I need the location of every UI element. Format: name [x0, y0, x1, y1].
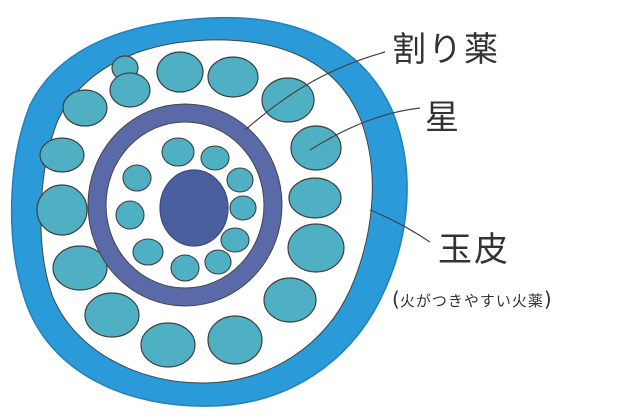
label-hoshi: 星 — [425, 98, 461, 138]
note-line: (火がつきやすい火薬) — [392, 287, 552, 311]
label-warigusuri: 割り薬 — [392, 30, 500, 70]
star — [287, 223, 345, 273]
star — [140, 322, 196, 368]
inner-ring — [88, 104, 282, 306]
star — [36, 184, 88, 236]
star — [161, 137, 195, 167]
star — [170, 254, 200, 282]
star — [229, 195, 257, 221]
star — [263, 277, 317, 323]
label-note: 火がつきやすい火薬 — [399, 292, 544, 310]
star — [290, 125, 342, 171]
star — [226, 167, 254, 193]
star — [261, 77, 315, 123]
star — [132, 238, 164, 266]
star — [200, 145, 230, 171]
star — [39, 137, 85, 173]
note-open-paren: ( — [392, 287, 400, 311]
star — [62, 89, 108, 127]
note-close-paren: ) — [543, 287, 552, 311]
inner-stars — [115, 137, 257, 282]
core — [159, 169, 229, 247]
label-tamagawa: 玉皮 — [438, 230, 510, 270]
leader-lines — [244, 51, 431, 243]
star — [220, 227, 250, 253]
star — [288, 177, 342, 219]
outer-stars — [36, 51, 345, 368]
star — [52, 245, 108, 291]
star — [207, 315, 263, 365]
star — [207, 56, 259, 98]
star — [109, 72, 151, 108]
star — [156, 51, 204, 93]
star — [122, 164, 152, 192]
star — [115, 200, 145, 230]
star — [204, 249, 232, 275]
star — [84, 292, 140, 338]
